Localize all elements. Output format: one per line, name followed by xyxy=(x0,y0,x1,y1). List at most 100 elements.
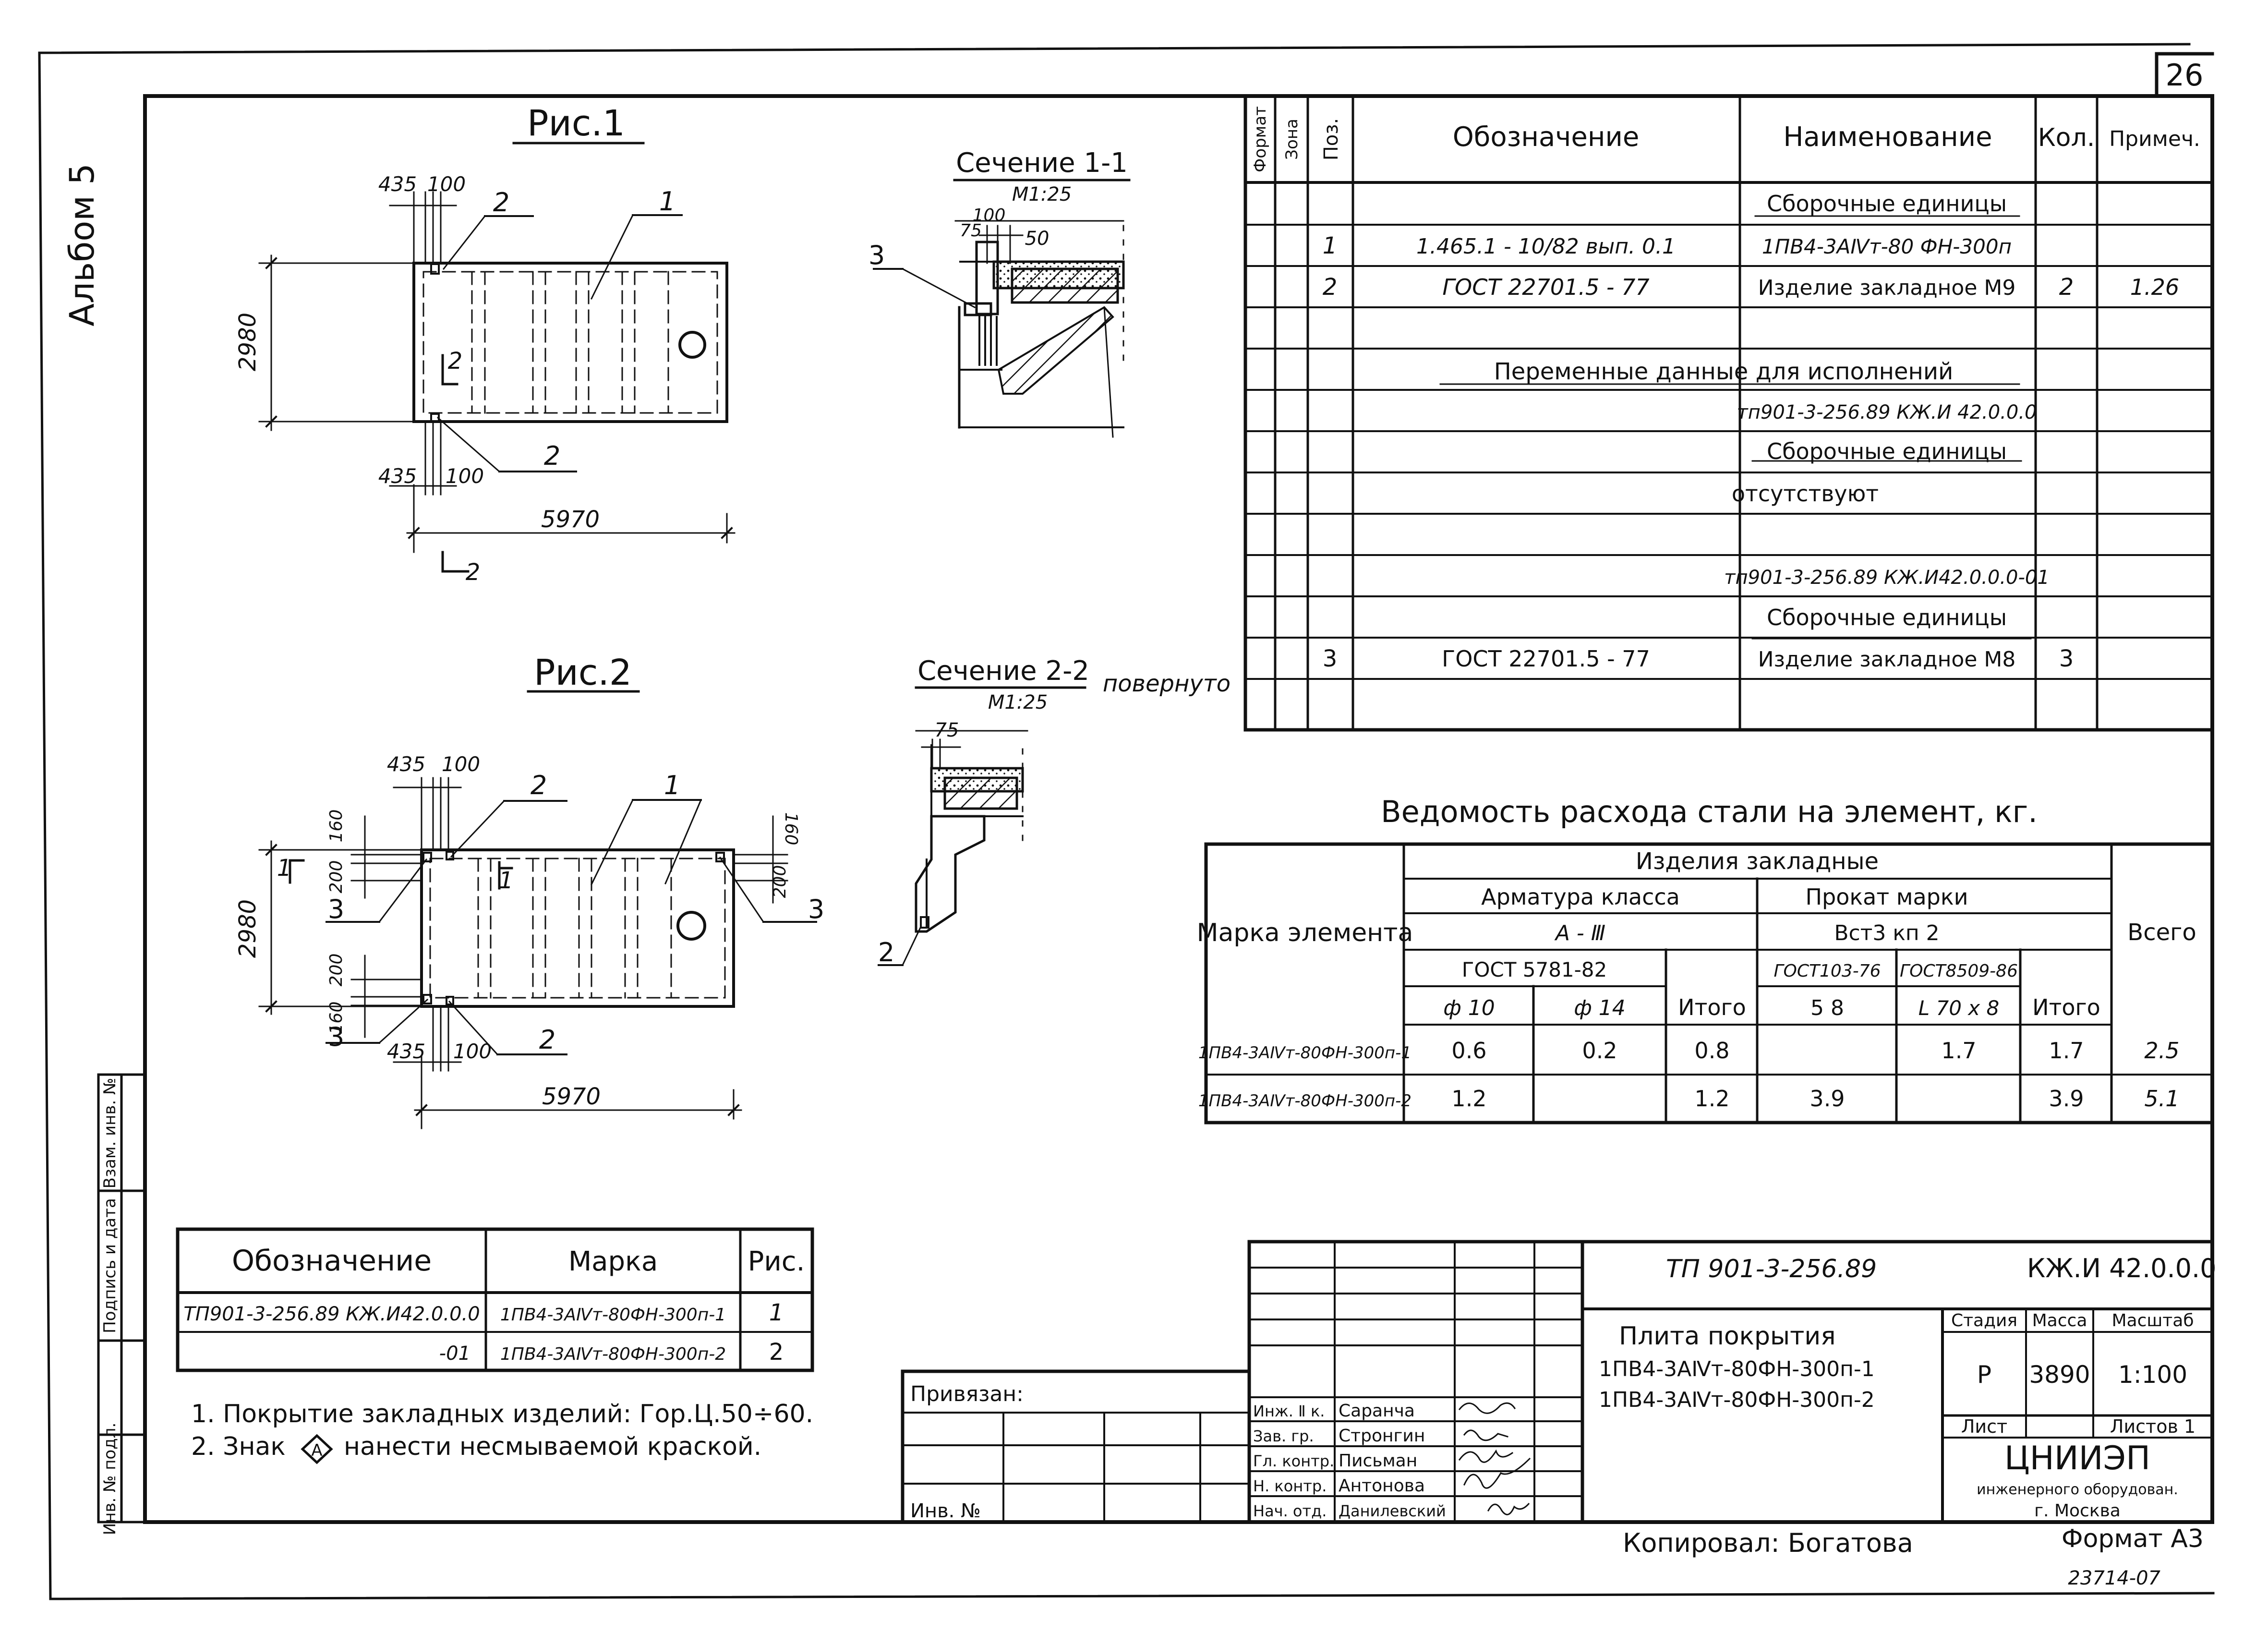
spec-variable-data-title: Переменные данные для исполнений xyxy=(1494,358,1954,385)
fig2-pos-3-right: 3 xyxy=(808,894,824,924)
outer-frame xyxy=(38,43,2215,1600)
spec-r2-qty: 2 xyxy=(2059,274,2074,301)
fig2-mark-mid: 1 xyxy=(499,867,514,894)
tb-name-2: Письман xyxy=(1339,1451,1417,1471)
spec-r2-pos: 2 xyxy=(1323,274,1338,301)
steel-table xyxy=(1204,842,2214,1125)
steel-h-total: Всего xyxy=(2127,919,2196,946)
strip-inv-podl: Инв. № подл. xyxy=(100,1423,120,1536)
fig2-dim-5970: 5970 xyxy=(542,1083,601,1110)
fig2-pos-1: 1 xyxy=(664,770,680,800)
sec1-dim-75: 75 xyxy=(960,221,982,241)
tb-name-l3: 1ПВ4-3АⅣт-80ФН-300п-2 xyxy=(1599,1388,1875,1412)
fig2-pos-3-left-b: 3 xyxy=(328,1022,344,1052)
spec-r11-qty: 3 xyxy=(2059,645,2074,672)
fig1-pos-2-top: 2 xyxy=(493,187,509,218)
fig1-dim-100-top: 100 xyxy=(427,172,466,196)
marks-table xyxy=(176,1227,814,1372)
strip-podpis-data: Подпись и дата xyxy=(100,1198,120,1333)
note-sign-letter: А xyxy=(311,1441,322,1460)
steel-r0-d14: 0.2 xyxy=(1582,1038,1617,1064)
signatures xyxy=(1458,1402,1531,1515)
note-2-tail: нанести несмываемой краской. xyxy=(344,1432,761,1461)
fig2-title: Рис.2 xyxy=(534,652,632,693)
tb-name-3: Антонова xyxy=(1339,1476,1425,1496)
fig2-pos-2-bot: 2 xyxy=(539,1025,555,1055)
fig2-pos-3-left: 3 xyxy=(328,894,344,924)
steel-h-gost8509: ГОСТ8509-86 xyxy=(1900,961,2018,981)
steel-h-rebar-class: А - Ⅲ xyxy=(1554,921,1605,945)
sec1-dim-100: 100 xyxy=(973,206,1006,225)
steel-r1-s8: 3.9 xyxy=(1810,1086,1845,1112)
marks-r0-fig: 1 xyxy=(769,1299,784,1326)
tb-mass: 3890 xyxy=(2029,1361,2090,1389)
spec-h-format: Формат xyxy=(1251,106,1270,172)
steel-h-rolled: Прокат марки xyxy=(1805,884,1968,910)
left-strip-labels: Инв. № подл. Подпись и дата Взам. инв. № xyxy=(100,1078,120,1536)
steel-r0-l70: 1.7 xyxy=(1941,1038,1976,1064)
sec2-title: Сечение 2-2 xyxy=(917,655,1089,687)
sec1-pos-3: 3 xyxy=(869,240,885,270)
spec-r1-designation: 1.465.1 - 10/82 вып. 0.1 xyxy=(1416,234,1676,259)
steel-h-d14: ф 14 xyxy=(1574,996,1626,1020)
spec-r10-name: Сборочные единицы xyxy=(1767,605,2007,630)
spec-r2-note: 1.26 xyxy=(2130,274,2179,300)
sec2-scale: М1:25 xyxy=(988,691,1048,714)
steel-h-rebar-gost: ГОСТ 5781-82 xyxy=(1462,958,1607,981)
steel-r0-total: 2.5 xyxy=(2144,1038,2179,1064)
fig2-dim-435-top: 435 xyxy=(387,752,425,776)
inner-frame xyxy=(143,94,2214,1524)
tb-name-l1: Плита покрытия xyxy=(1619,1322,1835,1351)
fig2-dim-200-bl: 200 xyxy=(326,954,346,987)
tb-sheet-h: Лист xyxy=(1961,1416,2007,1437)
page-number: 26 xyxy=(2166,58,2204,93)
sec1-title: Сечение 1-1 xyxy=(956,147,1128,179)
tb-code: ТП 901-3-256.89 xyxy=(1666,1255,1877,1283)
spec-h-name: Наименование xyxy=(1783,121,1992,153)
fig1-section-mark-b: 2 xyxy=(466,559,481,586)
fig2-pos-2-top: 2 xyxy=(531,770,547,800)
tb-name-1: Стронгин xyxy=(1339,1426,1425,1446)
fig2-plan xyxy=(258,690,817,1129)
spec-r0-name: Сборочные единицы xyxy=(1767,191,2007,217)
section-1-1 xyxy=(873,179,1131,438)
steel-h-itogo2: Итого xyxy=(2032,994,2100,1020)
note-2: 2. Знак xyxy=(191,1432,286,1461)
note-sign-diamond: А xyxy=(301,1434,333,1464)
spec-r2-name: Изделие закладное М9 xyxy=(1758,276,2016,300)
steel-h-gost103: ГОСТ103-76 xyxy=(1773,961,1881,981)
section-2-2 xyxy=(878,686,1086,966)
fig2-dim-100-top: 100 xyxy=(442,752,480,776)
marks-r0-mark: 1ПВ4-3АⅣт-80ФН-300п-1 xyxy=(500,1305,726,1325)
fig1-pos-1: 1 xyxy=(659,186,676,217)
tb-scale-h: Масштаб xyxy=(2111,1311,2194,1331)
tb-name-l2: 1ПВ4-3АⅣт-80ФН-300п-1 xyxy=(1599,1357,1875,1381)
tb-name-4: Данилевский xyxy=(1339,1502,1446,1520)
notes: 1. Покрытие закладных изделий: Гор.Ц.50÷… xyxy=(191,1400,813,1464)
steel-r0-itogo1: 0.8 xyxy=(1694,1038,1729,1064)
spec-h-zone: Зона xyxy=(1282,119,1302,160)
tb-scale: 1:100 xyxy=(2118,1361,2187,1389)
title-block-texts: Привязан: Инв. № ТП 901-3-256.89 КЖ.И 42… xyxy=(910,1253,2217,1589)
spec-rows: Сборочные единицы 1 1.465.1 - 10/82 вып.… xyxy=(1323,191,2179,672)
tb-role-2: Гл. контр. xyxy=(1253,1452,1334,1470)
spec-table xyxy=(1243,94,2214,732)
tb-org-l2: инженерного оборудован. xyxy=(1977,1481,2178,1498)
fig2-dim-100-bot: 100 xyxy=(453,1040,492,1063)
spec-r7-name: отсутствуют xyxy=(1732,481,1879,507)
steel-h-d10: ф 10 xyxy=(1443,996,1495,1020)
fig2-dim-200-tl: 200 xyxy=(326,860,346,894)
left-strip xyxy=(97,1073,146,1524)
spec-h-designation: Обозначение xyxy=(1453,121,1640,153)
album-label: Альбом 5 xyxy=(62,163,102,326)
fig1-section-mark: 2 xyxy=(448,348,463,375)
tb-role-0: Инж. Ⅱ к. xyxy=(1253,1402,1325,1420)
steel-rows: 1ПВ4-3АⅣт-80ФН-300п-1 0.6 0.2 0.8 1.7 1.… xyxy=(1198,1038,2180,1112)
tb-stage-h: Стадия xyxy=(1951,1311,2017,1331)
copy-number: 23714-07 xyxy=(2068,1567,2160,1589)
title-block xyxy=(901,1240,2214,1524)
marks-h-fig: Рис. xyxy=(748,1246,805,1277)
steel-h-itogo1: Итого xyxy=(1678,994,1746,1020)
steel-r1-total: 5.1 xyxy=(2144,1086,2179,1112)
